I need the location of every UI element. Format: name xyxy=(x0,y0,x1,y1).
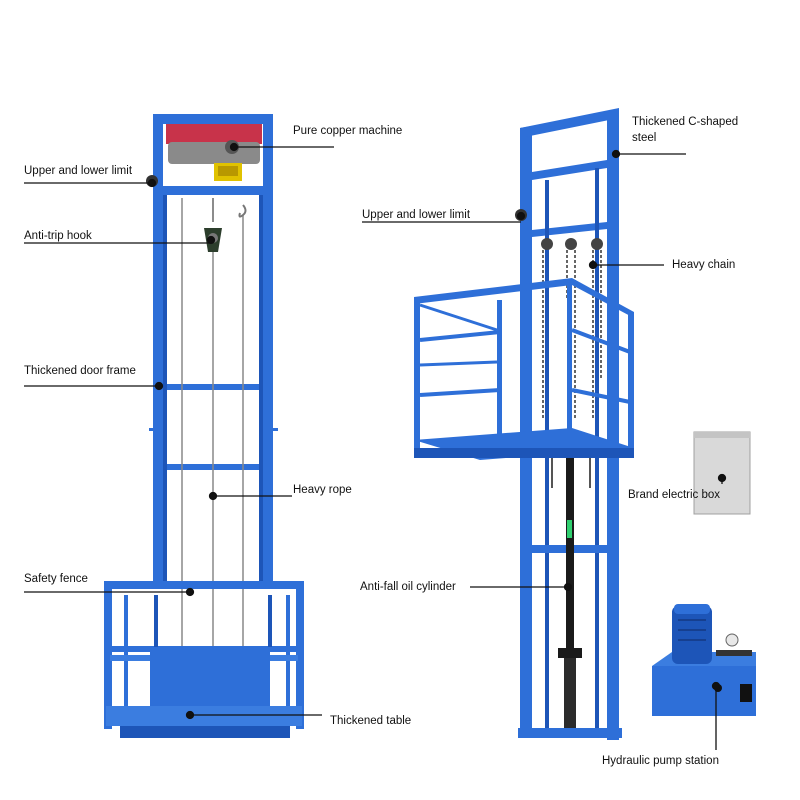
leader-lines xyxy=(24,142,727,750)
hydraulic-lift xyxy=(414,108,634,740)
right-mast-upright xyxy=(263,117,273,587)
label-safety-fence: Safety fence xyxy=(24,573,88,585)
c-steel-upright xyxy=(607,110,619,740)
motor-crossbar xyxy=(153,186,273,195)
chain-sprocket xyxy=(591,238,603,250)
label-hydraulic-pump-station: Hydraulic pump station xyxy=(602,755,719,767)
label-pure-copper-machine: Pure copper machine xyxy=(293,125,403,137)
upper-cross-beam xyxy=(532,222,607,237)
label-thickened-c-steel-line1: Thickened C-shaped xyxy=(632,116,739,128)
label-anti-fall-oil-cylinder: Anti-fall oil cylinder xyxy=(360,581,456,593)
hydraulic-pump-station xyxy=(652,604,756,716)
hydraulic-cage xyxy=(414,278,634,460)
chain-sprocket xyxy=(565,238,577,250)
safety-fence-cage xyxy=(104,581,304,738)
electric-box xyxy=(693,431,751,515)
base-beam xyxy=(518,728,622,738)
frame-pin xyxy=(149,428,157,431)
frame-pin xyxy=(270,428,278,431)
anti-trip-hook xyxy=(204,198,222,252)
top-frame xyxy=(153,114,273,124)
upper-cross-beam xyxy=(532,160,607,180)
label-thickened-door-frame: Thickened door frame xyxy=(24,365,136,377)
label-brand-electric-box: Brand electric box xyxy=(628,489,721,501)
mast-inner-rail xyxy=(163,195,167,587)
label-upper-lower-limit-right: Upper and lower limit xyxy=(362,209,471,221)
label-thickened-table: Thickened table xyxy=(330,715,412,727)
rope-hook xyxy=(238,204,247,218)
label-thickened-c-steel-line2: steel xyxy=(632,132,657,144)
copper-motor xyxy=(166,124,262,181)
rope-hoist-lift xyxy=(104,114,304,738)
label-upper-lower-limit-left: Upper and lower limit xyxy=(24,165,133,177)
top-beam xyxy=(520,108,619,138)
left-mast-upright xyxy=(153,117,163,587)
chain-sprocket xyxy=(541,238,553,250)
label-heavy-rope: Heavy rope xyxy=(293,484,352,496)
label-heavy-chain: Heavy chain xyxy=(672,259,736,271)
mast-inner-rail xyxy=(259,195,263,587)
oil-cylinder xyxy=(558,458,582,728)
label-anti-trip-hook: Anti-trip hook xyxy=(24,230,92,242)
